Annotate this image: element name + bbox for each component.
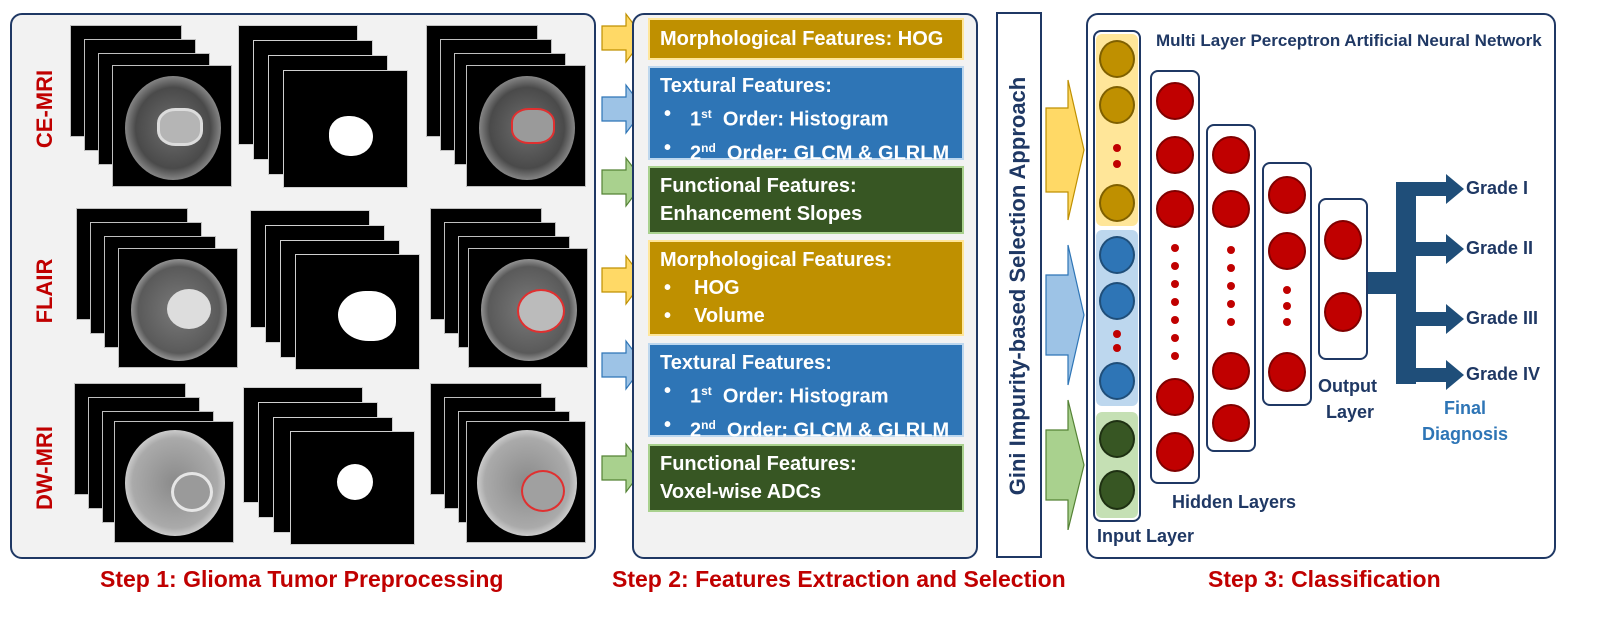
hidden-node — [1156, 82, 1194, 120]
ellipsis-dot — [1113, 330, 1121, 338]
feature-box-heading: Morphological Features: — [660, 249, 893, 271]
flair-overlay-stack — [430, 208, 588, 370]
ellipsis-dot — [1171, 316, 1179, 324]
ce-mri-overlay-stack — [426, 25, 588, 190]
feature-box-textural-1: Textural Features: 1st Order: Histogram … — [648, 66, 964, 164]
feature-bullet-hog: HOG — [660, 274, 952, 302]
input-node — [1099, 420, 1135, 458]
ellipsis-dot — [1171, 280, 1179, 288]
diagnosis-arrows — [1368, 174, 1464, 390]
arrow-blue-input — [1045, 244, 1085, 386]
feature-bullet-volume: Volume — [660, 302, 952, 330]
flair-mask-stack — [250, 210, 420, 372]
feature-box-textural-2: Textural Features: 1st Order: Histogram … — [648, 343, 964, 441]
feature-bullet-first-order: 1st Order: Histogram — [660, 377, 952, 411]
feature-box-functional-1: Functional Features: Enhancement Slopes — [648, 166, 964, 234]
input-node — [1099, 362, 1135, 400]
ellipsis-dot — [1113, 344, 1121, 352]
ellipsis-dot — [1171, 298, 1179, 306]
ellipsis-dot — [1171, 244, 1179, 252]
ellipsis-dot — [1113, 144, 1121, 152]
input-node — [1099, 282, 1135, 320]
row-label-ce-mri: CE-MRI — [32, 69, 57, 149]
ce-mri-mask-stack — [238, 25, 408, 190]
final-diagnosis-label-line2: Diagnosis — [1421, 424, 1509, 444]
arrows-to-input-layer — [1045, 79, 1085, 530]
ellipsis-dot — [1227, 246, 1235, 254]
feature-box-text: Morphological Features: HOG — [660, 28, 944, 50]
ellipsis-dot — [1283, 286, 1291, 294]
feature-box-morphological-hog: Morphological Features: HOG — [648, 18, 964, 60]
dw-mri-overlay-stack — [430, 383, 586, 545]
ellipsis-dot — [1283, 318, 1291, 326]
dw-mri-image-stack — [74, 383, 236, 545]
dw-mri-mask-stack — [243, 387, 415, 547]
flair-image-stack — [76, 208, 241, 370]
gini-selection-box — [996, 12, 1042, 558]
hidden-node — [1156, 432, 1194, 472]
row-label-dw-mri: DW-MRI — [32, 426, 57, 510]
output-node — [1324, 292, 1362, 332]
feature-box-heading: Functional Features: — [660, 175, 857, 197]
row-label-flair: FLAIR — [32, 258, 57, 324]
output-node — [1324, 220, 1362, 260]
feature-box-heading: Textural Features: — [660, 352, 832, 374]
arrow-gold-input — [1045, 79, 1085, 221]
feature-box-heading: Functional Features: — [660, 453, 857, 475]
hidden-node — [1212, 190, 1250, 228]
input-node — [1099, 184, 1135, 222]
grade-label-2: Grade II — [1466, 238, 1534, 258]
hidden-node — [1212, 136, 1250, 174]
feature-box-functional-2: Functional Features: Voxel-wise ADCs — [648, 444, 964, 512]
gini-selection-label: Gini Impurity-based Selection Approach — [1005, 76, 1030, 496]
ellipsis-dot — [1227, 264, 1235, 272]
hidden-node — [1212, 352, 1250, 390]
hidden-node — [1212, 404, 1250, 442]
input-node — [1099, 40, 1135, 78]
ce-mri-image-stack — [70, 25, 235, 190]
hidden-node — [1268, 176, 1306, 214]
step3-title: Step 3: Classification — [1208, 566, 1441, 592]
ellipsis-dot — [1227, 318, 1235, 326]
grade-label-3: Grade III — [1466, 308, 1539, 328]
feature-bullet-second-order: 2nd Order: GLCM & GLRLM — [660, 411, 952, 445]
hidden-layers-label: Hidden Layers — [1172, 492, 1297, 512]
feature-box-heading: Textural Features: — [660, 75, 832, 97]
network-title: Multi Layer Perceptron Artificial Neural… — [1156, 31, 1542, 50]
hidden-node — [1156, 136, 1194, 174]
feature-bullet-first-order: 1st Order: Histogram — [660, 100, 952, 134]
grade-label-4: Grade IV — [1466, 364, 1541, 384]
feature-box-line: Enhancement Slopes — [660, 203, 863, 225]
step1-title: Step 1: Glioma Tumor Preprocessing — [100, 566, 504, 592]
arrow-green-input — [1045, 399, 1085, 530]
hidden-node — [1156, 190, 1194, 228]
input-node — [1099, 236, 1135, 274]
feature-box-line: Voxel-wise ADCs — [660, 481, 822, 503]
output-layer-label-line1: Output — [1318, 376, 1377, 396]
hidden-node — [1156, 378, 1194, 416]
output-layer-label-line2: Layer — [1326, 402, 1375, 422]
ellipsis-dot — [1113, 160, 1121, 168]
ellipsis-dot — [1227, 282, 1235, 290]
ellipsis-dot — [1171, 262, 1179, 270]
input-node — [1099, 470, 1135, 510]
hidden-node — [1268, 232, 1306, 270]
hidden-node — [1268, 352, 1306, 392]
step2-title: Step 2: Features Extraction and Selectio… — [612, 566, 1066, 592]
grade-label-1: Grade I — [1466, 178, 1529, 198]
feature-bullet-second-order: 2nd Order: GLCM & GLRLM — [660, 134, 952, 168]
ellipsis-dot — [1171, 352, 1179, 360]
final-diagnosis-label-line1: Final — [1443, 398, 1486, 418]
feature-box-morphological-2: Morphological Features: HOG Volume — [648, 240, 964, 336]
input-layer-label: Input Layer — [1097, 526, 1195, 546]
ellipsis-dot — [1171, 334, 1179, 342]
hidden-layer-1 — [1150, 70, 1200, 484]
input-node — [1099, 86, 1135, 124]
ellipsis-dot — [1227, 300, 1235, 308]
ellipsis-dot — [1283, 302, 1291, 310]
